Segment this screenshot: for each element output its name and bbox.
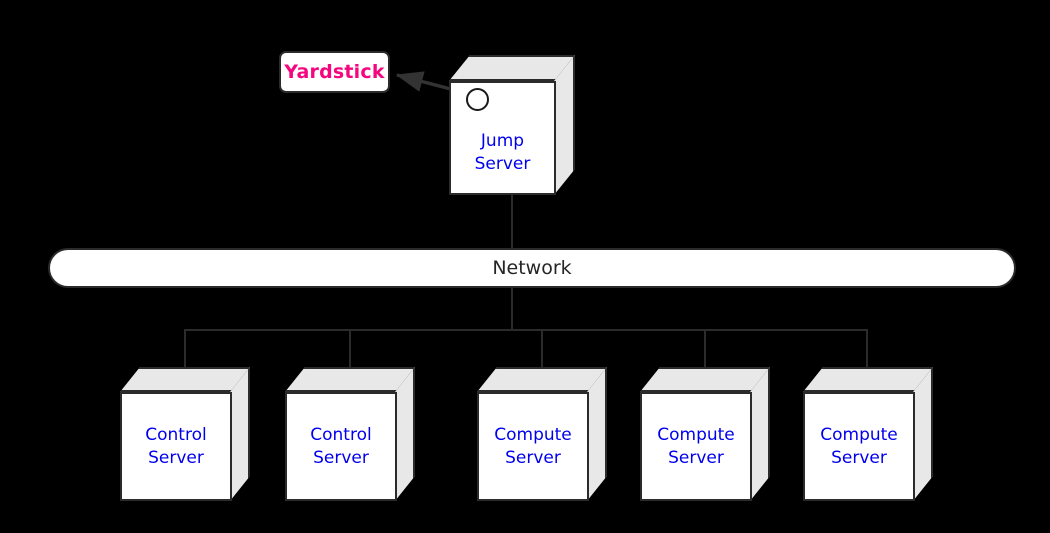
network-bar[interactable]: Network	[48, 248, 1016, 288]
compute-server-1-label: Compute Server	[494, 424, 572, 468]
distribution-bus-line	[184, 329, 868, 331]
compute-server-3-front-face: Compute Server	[803, 392, 915, 501]
bus-drop-line-1	[184, 329, 186, 368]
bus-drop-line-5	[866, 329, 868, 368]
compute-server-1-front-face: Compute Server	[477, 392, 589, 501]
node-compute-server-2[interactable]: Compute Server	[640, 367, 770, 501]
network-to-bus-line	[511, 287, 513, 330]
control-server-2-front-face: Control Server	[285, 392, 397, 501]
compute-server-2-front-face: Compute Server	[640, 392, 752, 501]
compute-server-1-top-face	[477, 367, 607, 392]
node-jump-server[interactable]: Jump Server	[449, 55, 575, 195]
control-server-1-top-face	[120, 367, 250, 392]
compute-server-2-top-face	[640, 367, 770, 392]
node-compute-server-3[interactable]: Compute Server	[803, 367, 933, 501]
node-control-server-2[interactable]: Control Server	[285, 367, 415, 501]
compute-server-3-label: Compute Server	[820, 424, 898, 468]
jump-server-label: Jump Server	[474, 131, 531, 174]
lollipop-circle-icon	[466, 88, 489, 111]
control-server-2-top-face	[285, 367, 415, 392]
yardstick-label: Yardstick	[284, 60, 385, 83]
jump-server-top-face	[449, 55, 575, 81]
bus-drop-line-4	[704, 329, 706, 368]
bus-drop-line-3	[541, 329, 543, 368]
network-label: Network	[492, 256, 572, 279]
compute-server-3-top-face	[803, 367, 933, 392]
node-control-server-1[interactable]: Control Server	[120, 367, 250, 501]
control-server-1-label: Control Server	[145, 424, 207, 468]
control-server-2-label: Control Server	[310, 424, 372, 468]
yardstick-box[interactable]: Yardstick	[279, 51, 390, 93]
node-compute-server-1[interactable]: Compute Server	[477, 367, 607, 501]
bus-drop-line-2	[349, 329, 351, 368]
compute-server-2-label: Compute Server	[657, 424, 735, 468]
jump-server-to-network-line	[511, 194, 513, 250]
control-server-1-front-face: Control Server	[120, 392, 232, 501]
